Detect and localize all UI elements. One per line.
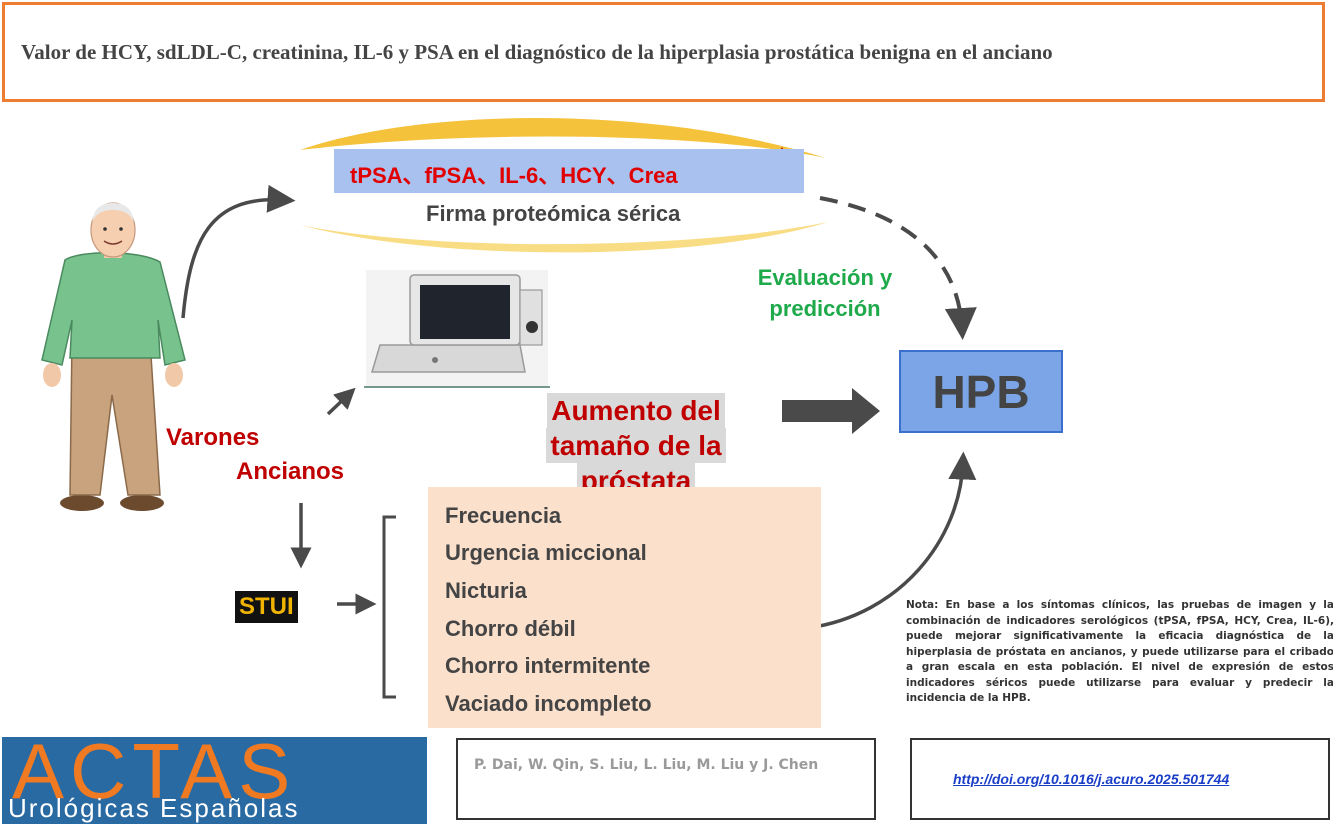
yellow-swoosh-top (300, 117, 826, 158)
imaging-finding-line-2: tamaño de la (546, 428, 726, 463)
stui-label: STUI (235, 591, 298, 623)
evaluation-line-1: Evaluación y (757, 265, 893, 290)
doi-link[interactable]: http://doi.org/10.1016/j.acuro.2025.5017… (953, 771, 1230, 787)
arrow-to-ultrasound (326, 387, 356, 416)
population-line-1: Varones (166, 424, 260, 451)
evaluation-line-2: predicción (769, 296, 881, 321)
ultrasound-machine-icon (364, 270, 550, 388)
symptom-box (428, 487, 821, 728)
imaging-finding: Aumento del tamaño de la próstata (536, 393, 736, 493)
journal-logo-subtitle: Urológicas Españolas (8, 793, 300, 823)
note-text: Nota: En base a los síntomas clínicos, l… (906, 599, 1333, 704)
authors: P. Dai, W. Qin, S. Liu, L. Liu, M. Liu y… (474, 757, 819, 773)
symptom-item: Frecuencia (445, 503, 562, 528)
imaging-finding-line-1: Aumento del (547, 393, 725, 428)
symptom-item: Urgencia miccional (445, 540, 647, 565)
arrow-symptoms-to-hpb (807, 451, 977, 630)
arrow-serum-to-hpb-dashed (819, 196, 977, 340)
arrow-prostate-to-hpb (782, 388, 880, 434)
biomarker-bar (334, 149, 804, 193)
arrow-man-to-serum (181, 184, 296, 319)
doi-box (910, 738, 1330, 820)
population-line-2: Ancianos (236, 458, 345, 485)
journal-logo: ACTAS Urológicas Españolas (2, 737, 427, 824)
symptom-item: Chorro intermitente (445, 653, 651, 678)
evaluation-label: Evaluación y predicción (730, 262, 920, 324)
hpb-label: HPB (932, 365, 1030, 418)
symptom-item: Chorro débil (445, 616, 576, 641)
symptom-bracket (382, 515, 396, 699)
page-title: Valor de HCY, sdLDL-C, creatinina, IL-6 … (21, 39, 1053, 64)
title-box: Valor de HCY, sdLDL-C, creatinina, IL-6 … (2, 2, 1325, 102)
hpb-box: HPB (899, 350, 1063, 433)
journal-logo-name: ACTAS (12, 737, 297, 815)
symptom-item: Vaciado incompleto (445, 691, 652, 716)
biomarker-list: tPSA、fPSA、IL-6、HCY、Crea (350, 163, 678, 188)
elderly-man-icon (41, 202, 186, 511)
yellow-swoosh-bottom (300, 222, 828, 253)
signature-label: Firma proteómica sérica (426, 201, 681, 226)
symptom-item: Nicturia (445, 578, 527, 603)
authors-box (456, 738, 876, 820)
